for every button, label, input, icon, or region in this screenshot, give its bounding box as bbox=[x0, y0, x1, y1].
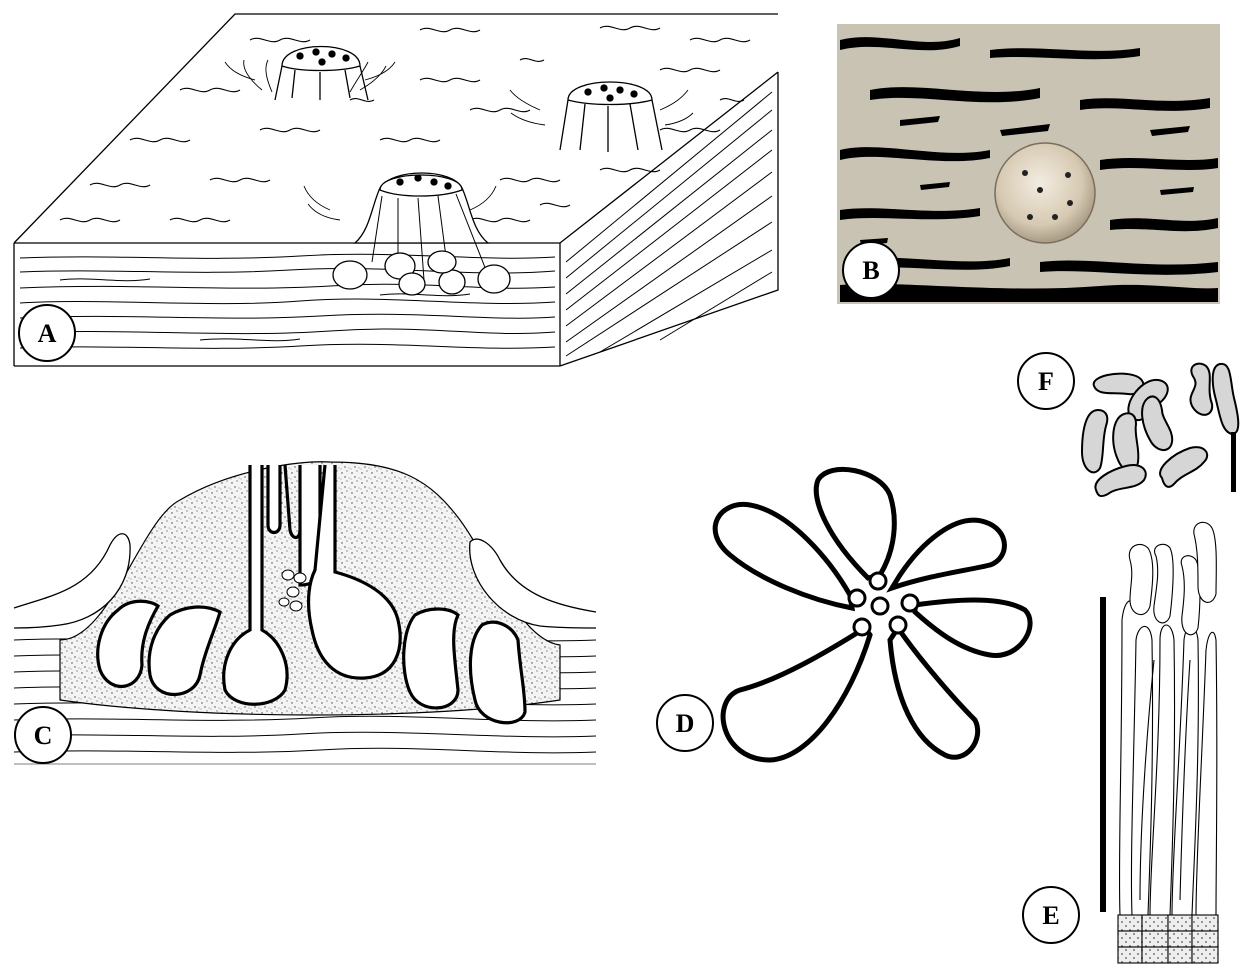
svg-text:E: E bbox=[1042, 901, 1059, 930]
panel-d-drawing bbox=[715, 469, 1030, 760]
svg-text:D: D bbox=[676, 709, 695, 738]
panel-a-drawing bbox=[14, 14, 778, 366]
panel-f-scale-bar bbox=[1231, 432, 1236, 492]
panel-e-drawing bbox=[1118, 522, 1218, 963]
panel-f-drawing bbox=[1082, 364, 1238, 496]
panel-label-f: F bbox=[1018, 353, 1074, 409]
svg-text:A: A bbox=[38, 319, 57, 348]
svg-text:C: C bbox=[34, 721, 53, 750]
panel-label-b: B bbox=[843, 242, 899, 298]
svg-text:B: B bbox=[862, 256, 879, 285]
panel-c-drawing bbox=[14, 462, 596, 764]
panel-label-a: A bbox=[19, 305, 75, 361]
panel-e-scale-bar bbox=[1100, 597, 1106, 912]
svg-text:F: F bbox=[1038, 367, 1054, 396]
panel-label-c: C bbox=[15, 707, 71, 763]
panel-label-d: D bbox=[657, 695, 713, 751]
panel-label-e: E bbox=[1023, 887, 1079, 943]
